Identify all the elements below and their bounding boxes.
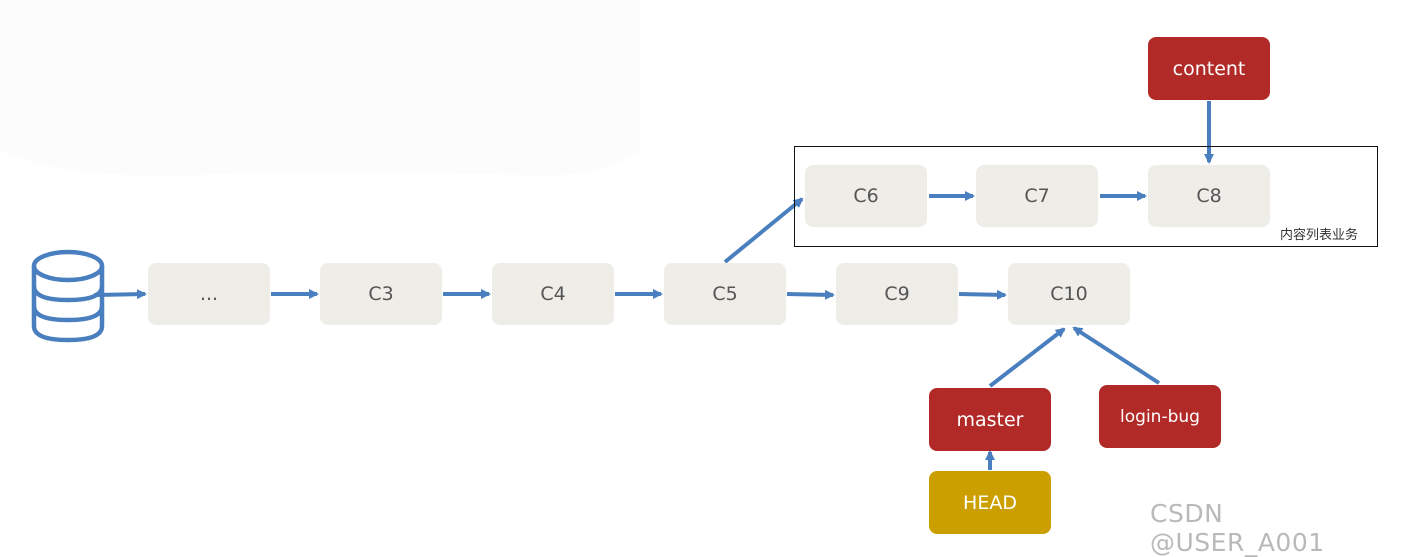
- arrow-master-to-c10: [988, 327, 1066, 388]
- diagram-canvas: [0, 0, 1214, 470]
- commit-c3: C3: [320, 263, 442, 325]
- commit-c10: C10: [1008, 263, 1130, 325]
- commit-c9: C9: [836, 263, 958, 325]
- background-shape: [0, 0, 640, 176]
- arrow-c5-to-c6: [723, 197, 804, 264]
- head-pointer: HEAD: [929, 471, 1051, 534]
- arrow-loginbug-to-c10: [1072, 326, 1161, 385]
- content-list-group-label: 内容列表业务: [1280, 228, 1359, 243]
- branch-master: master: [929, 388, 1051, 451]
- arrow-c5-to-c9: [786, 289, 835, 300]
- commit-c8: C8: [1148, 165, 1270, 227]
- arrow-db-to-dots: [93, 289, 147, 300]
- commit-c6: C6: [805, 165, 927, 227]
- commit-c4: C4: [492, 263, 614, 325]
- commit-c7: C7: [976, 165, 1098, 227]
- commit-c5: C5: [664, 263, 786, 325]
- commit-dots: ...: [148, 263, 270, 325]
- branch-login-bug: login-bug: [1099, 385, 1221, 448]
- content-list-group-box: [794, 146, 1378, 247]
- watermark-text: CSDN @USER_A001: [1150, 499, 1325, 557]
- branch-content: content: [1148, 37, 1270, 100]
- arrow-c9-to-c10: [958, 289, 1007, 300]
- database-icon: [31, 249, 105, 343]
